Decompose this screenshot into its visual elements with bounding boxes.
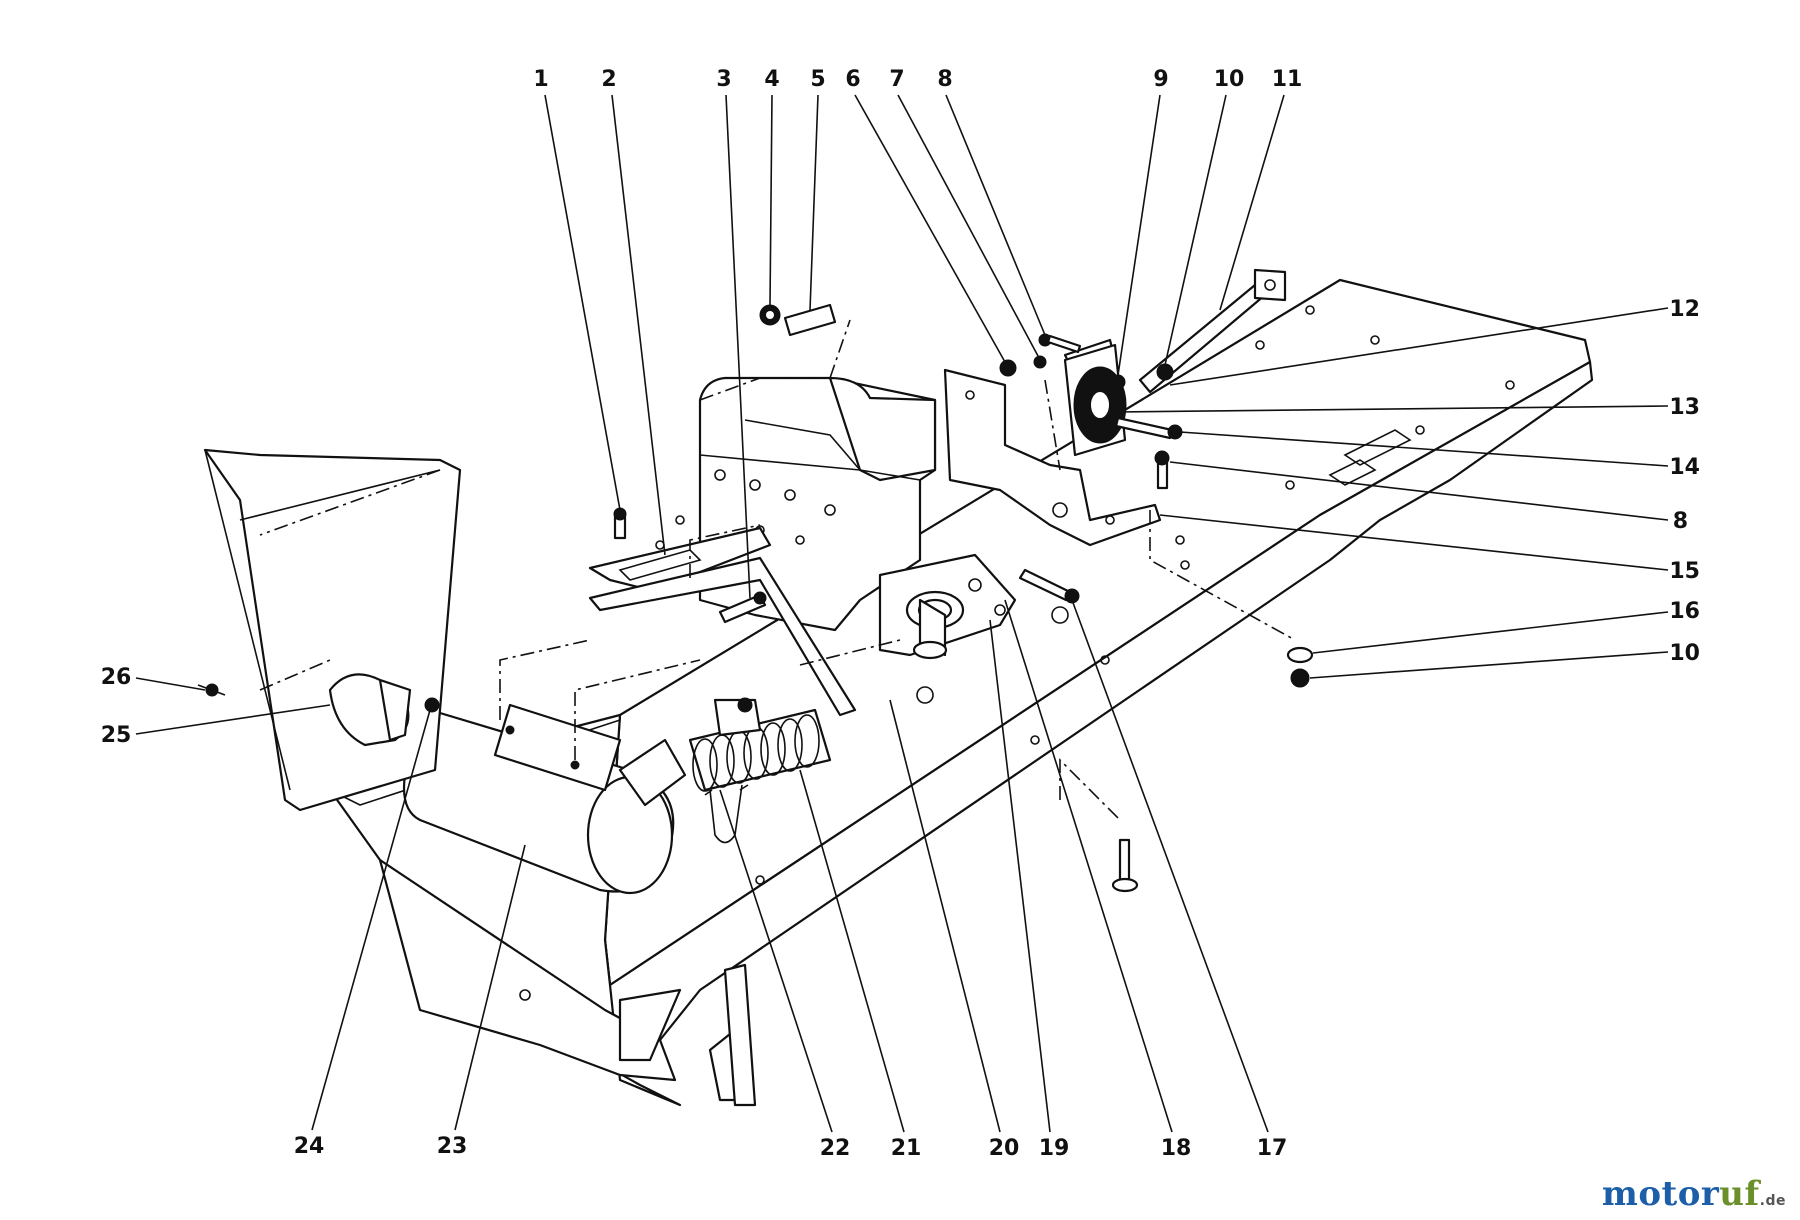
callout-right-15: 15 [1669, 559, 1700, 584]
callout-bottom-18: 18 [1161, 1136, 1192, 1161]
callout-top-9: 9 [1153, 67, 1168, 92]
callout-right-16: 16 [1669, 599, 1700, 624]
callout-bottom-19: 19 [1039, 1136, 1070, 1161]
callout-top-10: 10 [1214, 67, 1245, 92]
callout-right-12: 12 [1669, 297, 1700, 322]
exhaust-manifold [878, 553, 1017, 660]
callout-top-6: 6 [845, 67, 860, 92]
watermark-name-part1: motor [1601, 1174, 1720, 1214]
callout-top-1: 1 [533, 67, 548, 92]
assembly-lines [259, 379, 1296, 821]
exhaust-deflector [197, 448, 462, 812]
callout-right-13: 13 [1669, 395, 1700, 420]
watermark-tld: .de [1759, 1193, 1786, 1209]
control-rod [1138, 268, 1287, 394]
callout-left-25: 25 [101, 723, 132, 748]
callout-left-26: 26 [101, 665, 132, 690]
fasteners [613, 303, 1314, 893]
callout-top-7: 7 [889, 67, 904, 92]
callout-bottom-17: 17 [1257, 1136, 1288, 1161]
callout-bottom-21: 21 [891, 1136, 922, 1161]
callout-top-4: 4 [764, 67, 779, 92]
pulley-plate [1063, 343, 1127, 457]
callout-top-8: 8 [937, 67, 952, 92]
flex-hose [688, 697, 832, 792]
muffler [402, 703, 687, 895]
callout-bottom-23: 23 [437, 1134, 468, 1159]
engine-base-plate [588, 526, 857, 717]
callout-bottom-22: 22 [820, 1136, 851, 1161]
callout-right-8: 8 [1673, 509, 1688, 534]
watermark-logo: motoruf.de [1602, 1174, 1786, 1214]
watermark-name-part2: uf [1719, 1174, 1760, 1214]
callout-right-10: 10 [1669, 641, 1700, 666]
callout-right-14: 14 [1669, 455, 1700, 480]
callout-top-11: 11 [1272, 67, 1303, 92]
callout-bottom-24: 24 [294, 1134, 325, 1159]
engine [698, 319, 937, 632]
callout-bottom-20: 20 [989, 1136, 1020, 1161]
callout-labels: 1 2 3 4 5 6 7 8 9 10 11 12 13 14 8 15 16 [101, 67, 1700, 1161]
callout-top-3: 3 [716, 67, 731, 92]
callout-top-5: 5 [810, 67, 825, 92]
callout-top-2: 2 [601, 67, 616, 92]
